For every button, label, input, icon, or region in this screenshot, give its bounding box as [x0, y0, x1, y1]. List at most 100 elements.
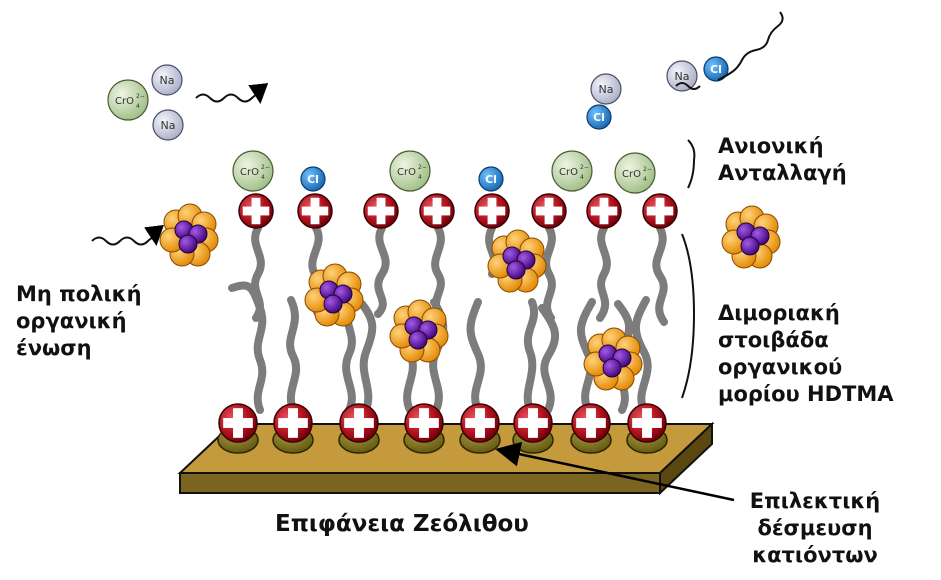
- chloride-ion: Cl: [300, 166, 326, 192]
- zeolite-surface-label: Επιφάνεια Ζεόλιθου: [275, 511, 529, 537]
- chloride-ion: Cl: [703, 56, 729, 82]
- svg-text:2−: 2−: [580, 164, 589, 171]
- svg-text:Cl: Cl: [710, 63, 722, 76]
- cation-head: [297, 193, 333, 229]
- chloride-ion: Cl: [586, 104, 612, 130]
- arrow-icon: [495, 441, 735, 502]
- plus-icon: [223, 408, 253, 438]
- cation-head: [419, 193, 455, 229]
- cation-head: [363, 193, 399, 229]
- organic-molecules: [159, 203, 781, 391]
- cation-head: [571, 403, 611, 443]
- plus-icon: [344, 408, 374, 438]
- anion-brace: [687, 139, 696, 189]
- bottom-cation-heads: [217, 403, 668, 454]
- sodium-ion: Na: [590, 73, 622, 105]
- svg-text:2−: 2−: [643, 166, 652, 173]
- organic-molecule: [487, 229, 547, 293]
- svg-text:Cl: Cl: [593, 111, 605, 124]
- alkyl-chain: [228, 281, 267, 414]
- svg-text:2−: 2−: [261, 164, 270, 171]
- svg-text:CrO: CrO: [622, 169, 641, 180]
- svg-text:4: 4: [261, 174, 265, 181]
- alkyl-chain: [431, 224, 445, 320]
- sodium-ion: Na: [151, 64, 183, 96]
- selective-binding-label: Επιλεκτική δέσμευση κατιόντων: [749, 489, 881, 567]
- svg-text:CrO: CrO: [397, 167, 416, 178]
- cation-head: [642, 193, 678, 229]
- cation-head: [273, 403, 313, 443]
- organic-molecule: [721, 205, 781, 269]
- sodium-ion: Na: [152, 109, 184, 141]
- plus-icon: [278, 408, 308, 438]
- plus-icon: [301, 197, 329, 225]
- alkyl-chain: [286, 296, 301, 414]
- cation-head: [531, 193, 567, 229]
- alkyl-chain: [523, 298, 539, 414]
- plus-icon: [518, 408, 548, 438]
- cation-head: [474, 193, 510, 229]
- cation-head: [218, 403, 258, 443]
- svg-text:CrO: CrO: [559, 167, 578, 178]
- alkyl-chain: [538, 304, 560, 414]
- alkyl-chain: [374, 224, 390, 318]
- organic-molecule: [159, 203, 219, 267]
- sodium-ion: Na: [666, 60, 698, 92]
- plus-icon: [632, 408, 662, 438]
- hdtma-bilayer-label: Διμοριακή στοιβάδα οργανικού μορίου HDTM…: [718, 301, 894, 406]
- alkyl-chain: [466, 298, 485, 414]
- svg-text:2−: 2−: [136, 93, 145, 100]
- alkyl-chain: [652, 224, 668, 326]
- svg-text:Cl: Cl: [485, 173, 497, 186]
- alkyl-chain: [577, 298, 596, 414]
- svg-text:4: 4: [643, 176, 647, 183]
- wavy-arrow-icon: [91, 224, 164, 246]
- alkyl-chain: [596, 224, 611, 322]
- svg-text:4: 4: [136, 103, 140, 110]
- organic-molecule: [583, 327, 643, 391]
- wavy-arrow-icon: [675, 82, 701, 90]
- plus-icon: [367, 197, 395, 225]
- alkyl-chain: [632, 296, 652, 414]
- svg-text:4: 4: [580, 174, 584, 181]
- cation-head: [513, 403, 553, 443]
- chloride-ion: Cl: [478, 166, 504, 192]
- svg-text:Na: Na: [599, 83, 614, 96]
- cation-head: [238, 193, 274, 229]
- cation-head: [404, 403, 444, 443]
- plus-icon: [423, 197, 451, 225]
- svg-text:4: 4: [418, 174, 422, 181]
- wavy-arrow-icon: [717, 11, 784, 81]
- bilayer-brace: [681, 233, 696, 399]
- plus-icon: [465, 408, 495, 438]
- organic-molecule: [389, 299, 449, 363]
- svg-text:CrO: CrO: [115, 96, 134, 107]
- nonpolar-organic-label: Μη πολική οργανική ένωση: [16, 282, 142, 360]
- svg-text:Na: Na: [675, 70, 690, 83]
- plus-icon: [535, 197, 563, 225]
- wavy-arrow-icon: [195, 82, 269, 104]
- alkyl-chain: [251, 224, 265, 322]
- plus-icon: [478, 197, 506, 225]
- plus-icon: [590, 197, 618, 225]
- svg-text:CrO: CrO: [240, 167, 259, 178]
- anion-exchange-label: Ανιονική Ανταλλαγή: [718, 134, 847, 185]
- svg-text:Na: Na: [161, 119, 176, 132]
- svg-text:2−: 2−: [418, 164, 427, 171]
- cation-head: [586, 193, 622, 229]
- cation-head: [460, 403, 500, 443]
- svg-text:Na: Na: [160, 74, 175, 87]
- svg-text:Cl: Cl: [307, 173, 319, 186]
- alkyl-chain: [358, 300, 377, 414]
- cation-head: [627, 403, 667, 443]
- plus-icon: [409, 408, 439, 438]
- plus-icon: [646, 197, 674, 225]
- plus-icon: [242, 197, 270, 225]
- plus-icon: [576, 408, 606, 438]
